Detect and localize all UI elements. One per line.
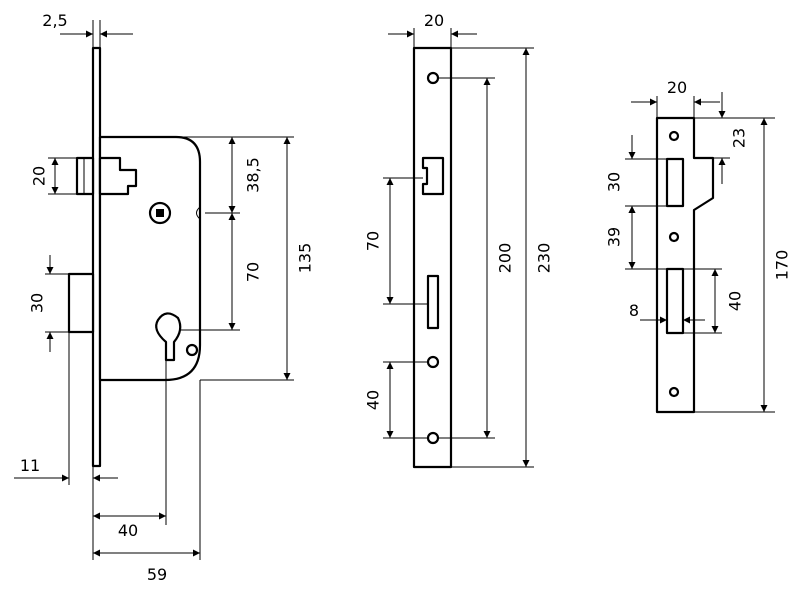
dim-strike-width: 20 <box>667 78 687 97</box>
cylinder-cutout <box>155 312 182 362</box>
latch-mechanism <box>98 156 138 196</box>
faceplate-dimensions: 20 70 40 200 230 <box>364 11 554 468</box>
dim-faceplate-thickness: 2,5 <box>42 11 67 30</box>
dim-strike-lip-depth: 8 <box>629 301 639 320</box>
dim-strike-top-offset: 23 <box>730 128 749 148</box>
dim-spindle-offset: 38,5 <box>244 157 263 193</box>
strike-screw-bottom <box>668 386 680 398</box>
dim-strike-length: 170 <box>773 250 792 281</box>
deadbolt <box>67 272 95 334</box>
strike-screw-middle <box>668 231 680 243</box>
dim-strike-bolt-opening: 40 <box>726 291 745 311</box>
dim-backset: 40 <box>118 521 138 540</box>
screw-hole-middle <box>426 355 440 369</box>
dim-faceplate-length: 230 <box>535 243 554 274</box>
dim-case-height: 135 <box>296 243 315 274</box>
latch-bolt <box>75 156 95 196</box>
latch-slot <box>421 156 445 196</box>
dim-case-depth: 59 <box>147 565 167 584</box>
dim-deadbolt-height: 30 <box>28 293 47 313</box>
dim-faceplate-width: 20 <box>424 11 444 30</box>
lock-body-view <box>67 46 202 468</box>
strike-latch-opening <box>665 157 685 208</box>
strike-bolt-opening <box>665 267 685 335</box>
strike-plate-dimensions: 20 23 30 39 40 8 170 <box>605 78 792 413</box>
dim-screw-spacing: 40 <box>364 390 383 410</box>
dim-spindle-to-cylinder: 70 <box>244 262 263 282</box>
dim-strike-latch-opening: 30 <box>605 172 624 192</box>
lock-body-dimensions: 2,5 20 30 11 38,5 70 135 <box>14 11 315 584</box>
dim-screw-to-screw: 200 <box>496 243 515 274</box>
screw-hole-bottom <box>426 431 440 445</box>
screw-hole-top <box>426 71 440 85</box>
strike-plate <box>655 116 715 414</box>
dim-backset-projection: 11 <box>20 456 40 475</box>
dim-slot-spacing: 70 <box>364 231 383 251</box>
deadbolt-slot <box>426 274 440 330</box>
strike-plate-view <box>655 116 715 414</box>
strike-screw-top <box>668 130 680 142</box>
dim-latch-height: 20 <box>30 166 49 186</box>
faceplate-view <box>412 46 453 469</box>
dim-strike-opening-gap: 39 <box>605 227 624 247</box>
faceplate-plate <box>412 46 453 469</box>
